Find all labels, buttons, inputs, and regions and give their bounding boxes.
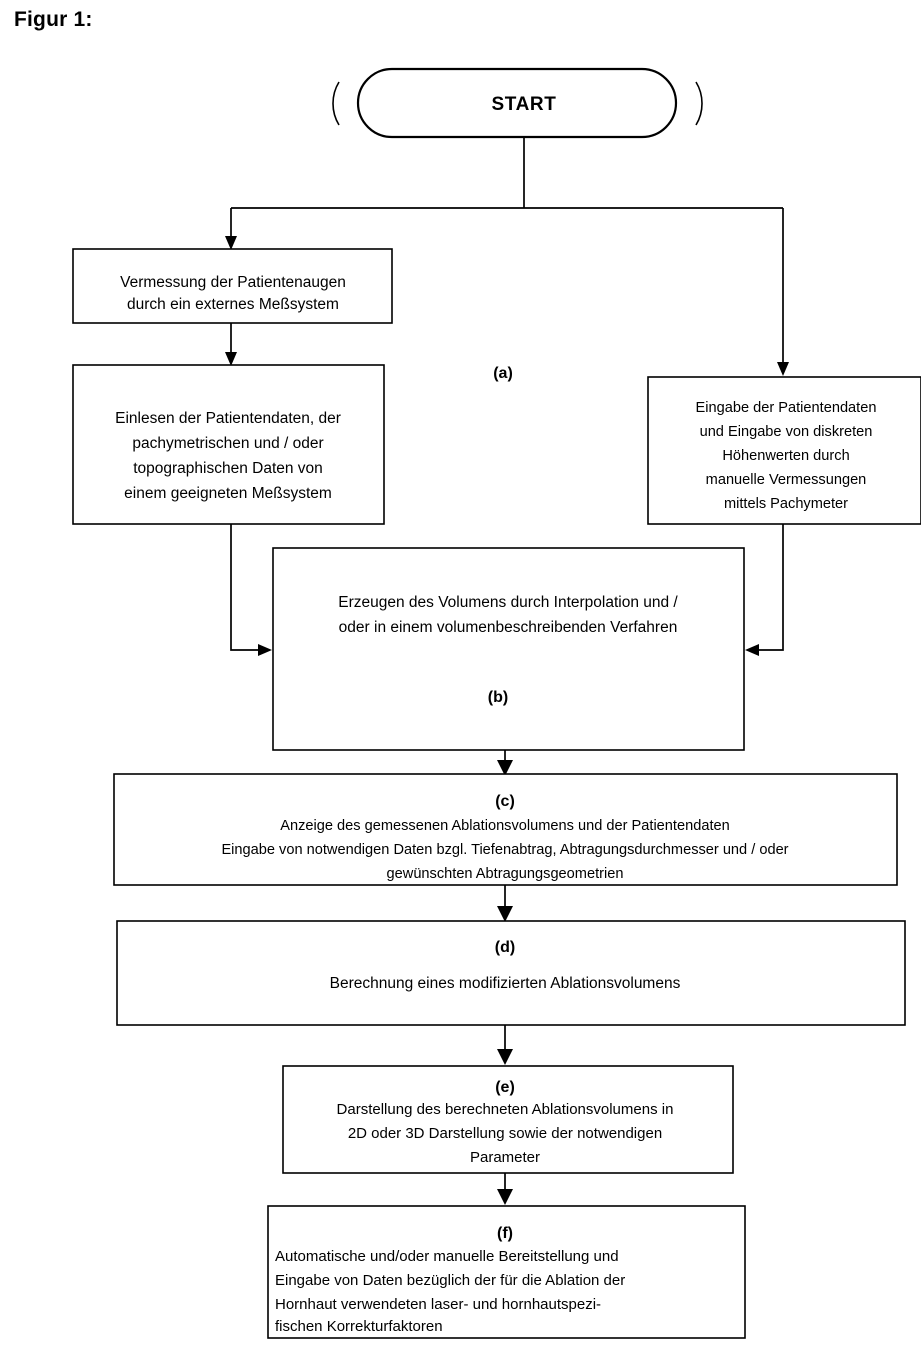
correction-factors-line-4: fischen Korrekturfaktoren <box>275 1318 443 1335</box>
edge-measure-to-read <box>225 323 237 366</box>
edge-display-to-calculate <box>497 885 513 922</box>
node-measure-external: Vermessung der Patientenaugen durch ein … <box>72 248 393 324</box>
generate-volume-box <box>272 547 745 751</box>
stage-label-a: (a) <box>493 365 513 382</box>
arrowhead-to-manual-input <box>777 362 789 376</box>
measure-external-line-2: durch ein externes Meßsystem <box>127 296 339 313</box>
calculate-modified-volume-box <box>116 920 906 1026</box>
display-and-input-line-3: gewünschten Abtragungsgeometrien <box>387 866 624 882</box>
edge-manual-to-generate <box>745 524 784 656</box>
correction-factors-line-1: Automatische und/oder manuelle Bereitste… <box>275 1248 619 1265</box>
step-label-f: (f) <box>497 1225 513 1242</box>
read-patient-data-line-3: topographischen Daten von <box>133 460 323 477</box>
node-render-volume: (e) Darstellung des berechneten Ablation… <box>282 1065 734 1174</box>
generate-volume-line-1: Erzeugen des Volumens durch Interpolatio… <box>338 594 678 611</box>
display-and-input-box <box>113 773 898 886</box>
node-correction-factors: (f) Automatische und/oder manuelle Berei… <box>267 1205 746 1339</box>
correction-factors-box <box>267 1205 746 1339</box>
display-and-input-line-2: Eingabe von notwendigen Daten bzgl. Tief… <box>221 842 788 858</box>
render-volume-line-3: Parameter <box>470 1149 540 1166</box>
start-left-paren-icon <box>332 81 340 126</box>
arrowhead-to-measure-external <box>225 236 237 250</box>
display-and-input-line-1: Anzeige des gemessenen Ablationsvolumens… <box>280 818 729 834</box>
arrowhead-to-display <box>497 760 513 776</box>
correction-factors-line-3: Hornhaut verwendeten laser- und hornhaut… <box>275 1296 601 1313</box>
start-right-paren-icon <box>695 81 703 126</box>
start-label: START <box>492 94 557 115</box>
manual-input-line-4: manuelle Vermessungen <box>706 472 867 488</box>
node-display-and-input: (c) Anzeige des gemessenen Ablationsvolu… <box>113 773 898 886</box>
start-shape <box>356 67 678 139</box>
step-label-c: (c) <box>495 793 515 810</box>
arrowhead-to-render <box>497 1049 513 1065</box>
render-volume-box <box>282 1065 734 1174</box>
read-patient-data-box <box>72 364 385 525</box>
measure-external-box <box>72 248 393 324</box>
calculate-modified-volume-line-1: Berechnung eines modifizierten Ablations… <box>330 975 681 992</box>
correction-factors-line-2: Eingabe von Daten bezüglich der für die … <box>275 1272 625 1289</box>
manual-input-line-2: und Eingabe von diskreten <box>700 424 873 440</box>
node-start: START <box>332 67 703 139</box>
read-patient-data-line-1: Einlesen der Patientendaten, der <box>115 410 341 427</box>
arrowhead-to-read-patient-data <box>225 352 237 366</box>
edge-manual-elbow <box>755 524 784 651</box>
step-label-e: (e) <box>495 1079 515 1096</box>
edge-render-to-correction <box>497 1173 513 1205</box>
step-label-d: (d) <box>495 939 515 956</box>
node-manual-input-pachymeter: Eingabe der Patientendaten und Eingabe v… <box>647 376 921 525</box>
manual-input-line-3: Höhenwerten durch <box>722 448 849 464</box>
read-patient-data-line-4: einem geeigneten Meßsystem <box>124 485 332 502</box>
edge-calculate-to-render <box>497 1025 513 1065</box>
node-calculate-modified-volume: (d) Berechnung eines modifizierten Ablat… <box>116 920 906 1026</box>
arrowhead-to-correction <box>497 1189 513 1205</box>
edge-read-to-generate <box>230 524 272 656</box>
render-volume-line-1: Darstellung des berechneten Ablationsvol… <box>337 1101 674 1118</box>
manual-input-line-5: mittels Pachymeter <box>724 496 848 512</box>
manual-input-pachymeter-box <box>647 376 921 525</box>
render-volume-line-2: 2D oder 3D Darstellung sowie der notwend… <box>348 1125 662 1142</box>
arrowhead-generate-left <box>258 644 272 656</box>
edge-start-split <box>225 137 789 376</box>
edge-generate-to-display <box>497 750 513 776</box>
node-read-patient-data: Einlesen der Patientendaten, der pachyme… <box>72 364 385 525</box>
read-patient-data-line-2: pachymetrischen und / oder <box>132 435 323 452</box>
arrowhead-generate-right <box>745 644 759 656</box>
measure-external-line-1: Vermessung der Patientenaugen <box>120 274 346 291</box>
step-label-b: (b) <box>488 689 508 706</box>
figure-caption: Figur 1: <box>14 8 93 31</box>
manual-input-line-1: Eingabe der Patientendaten <box>696 400 877 416</box>
arrowhead-to-calculate <box>497 906 513 922</box>
node-generate-volume: Erzeugen des Volumens durch Interpolatio… <box>272 547 745 751</box>
edge-read-elbow <box>230 524 262 651</box>
generate-volume-line-2: oder in einem volumenbeschreibenden Verf… <box>339 619 678 636</box>
